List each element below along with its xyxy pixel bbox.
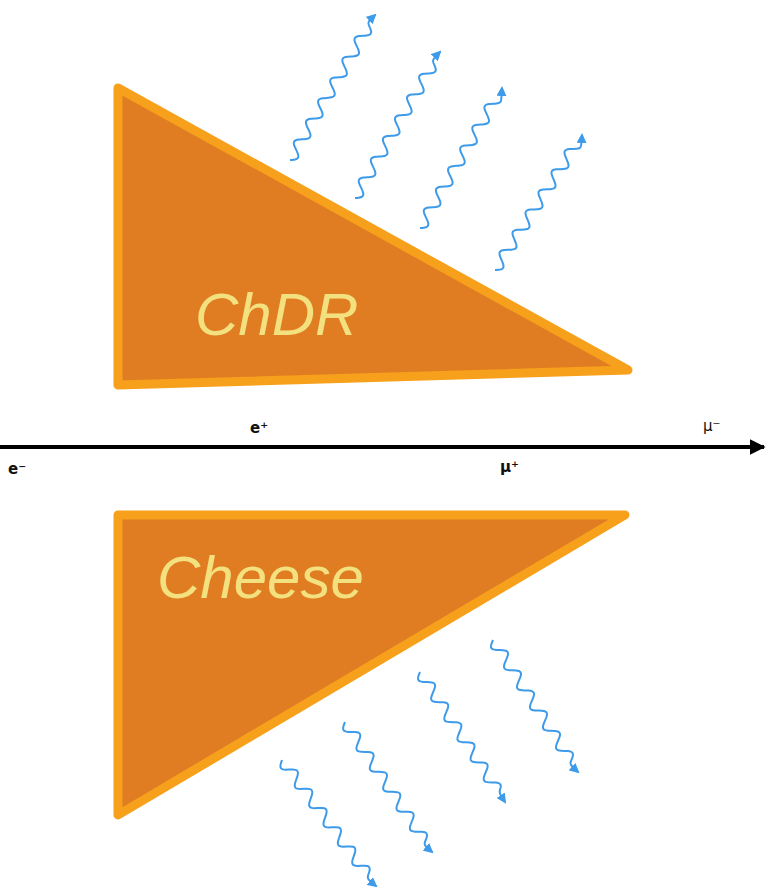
triangle-shape <box>118 515 625 815</box>
photon-wave <box>343 722 432 852</box>
triangle-block: Cheese <box>112 508 634 822</box>
particle-label: μ⁻ <box>703 419 720 434</box>
triangle-outline <box>112 80 634 392</box>
beam-line <box>0 445 764 449</box>
triangle-block: ChDR <box>112 80 634 392</box>
particle-label: μ⁺ <box>500 460 519 475</box>
particle-label: e⁺ <box>250 421 268 436</box>
photon-wave <box>420 88 502 228</box>
block-title: Cheese <box>157 548 364 608</box>
triangle-shape <box>118 88 628 385</box>
block-title: ChDR <box>195 285 358 345</box>
photon-wave <box>418 672 505 802</box>
photon-wave <box>355 52 440 198</box>
photon-wave <box>290 15 375 160</box>
photon-wave <box>491 640 578 772</box>
radiation-waves <box>280 15 582 886</box>
particle-label: e⁻ <box>8 462 26 477</box>
photon-wave <box>280 760 376 886</box>
photon-wave <box>495 135 582 270</box>
